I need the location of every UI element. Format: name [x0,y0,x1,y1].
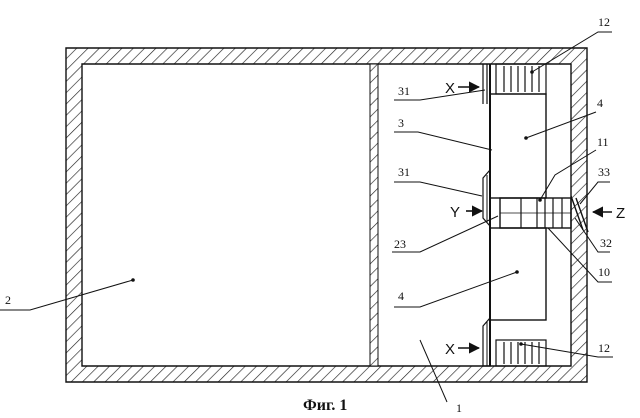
label-3: 3 [398,116,404,130]
view-marker-x-top: X [445,80,455,97]
label-12-top: 12 [598,15,610,29]
label-10: 10 [598,265,610,279]
insert-11 [500,198,571,228]
label-1: 1 [456,401,462,415]
label-23: 23 [394,237,406,251]
label-31-top: 31 [398,84,410,98]
label-11: 11 [597,135,609,149]
label-31-mid: 31 [398,165,410,179]
chamber-4-top [490,94,546,198]
figure-caption: Фиг. 1 [303,397,347,414]
wall-3 [483,64,490,366]
chamber-2 [82,64,370,366]
label-4-bottom: 4 [398,289,404,303]
housing-1 [66,48,587,382]
label-12-bottom: 12 [598,341,610,355]
label-32: 32 [600,236,612,250]
label-2: 2 [5,293,11,307]
chamber-4-bottom [490,228,546,320]
partition-wall [370,64,378,366]
view-arrows [458,87,612,348]
label-33: 33 [598,165,610,179]
view-marker-z: Z [616,205,625,222]
label-4-top: 4 [597,96,603,110]
view-marker-y: Y [450,204,460,221]
view-marker-x-bottom: X [445,341,455,358]
